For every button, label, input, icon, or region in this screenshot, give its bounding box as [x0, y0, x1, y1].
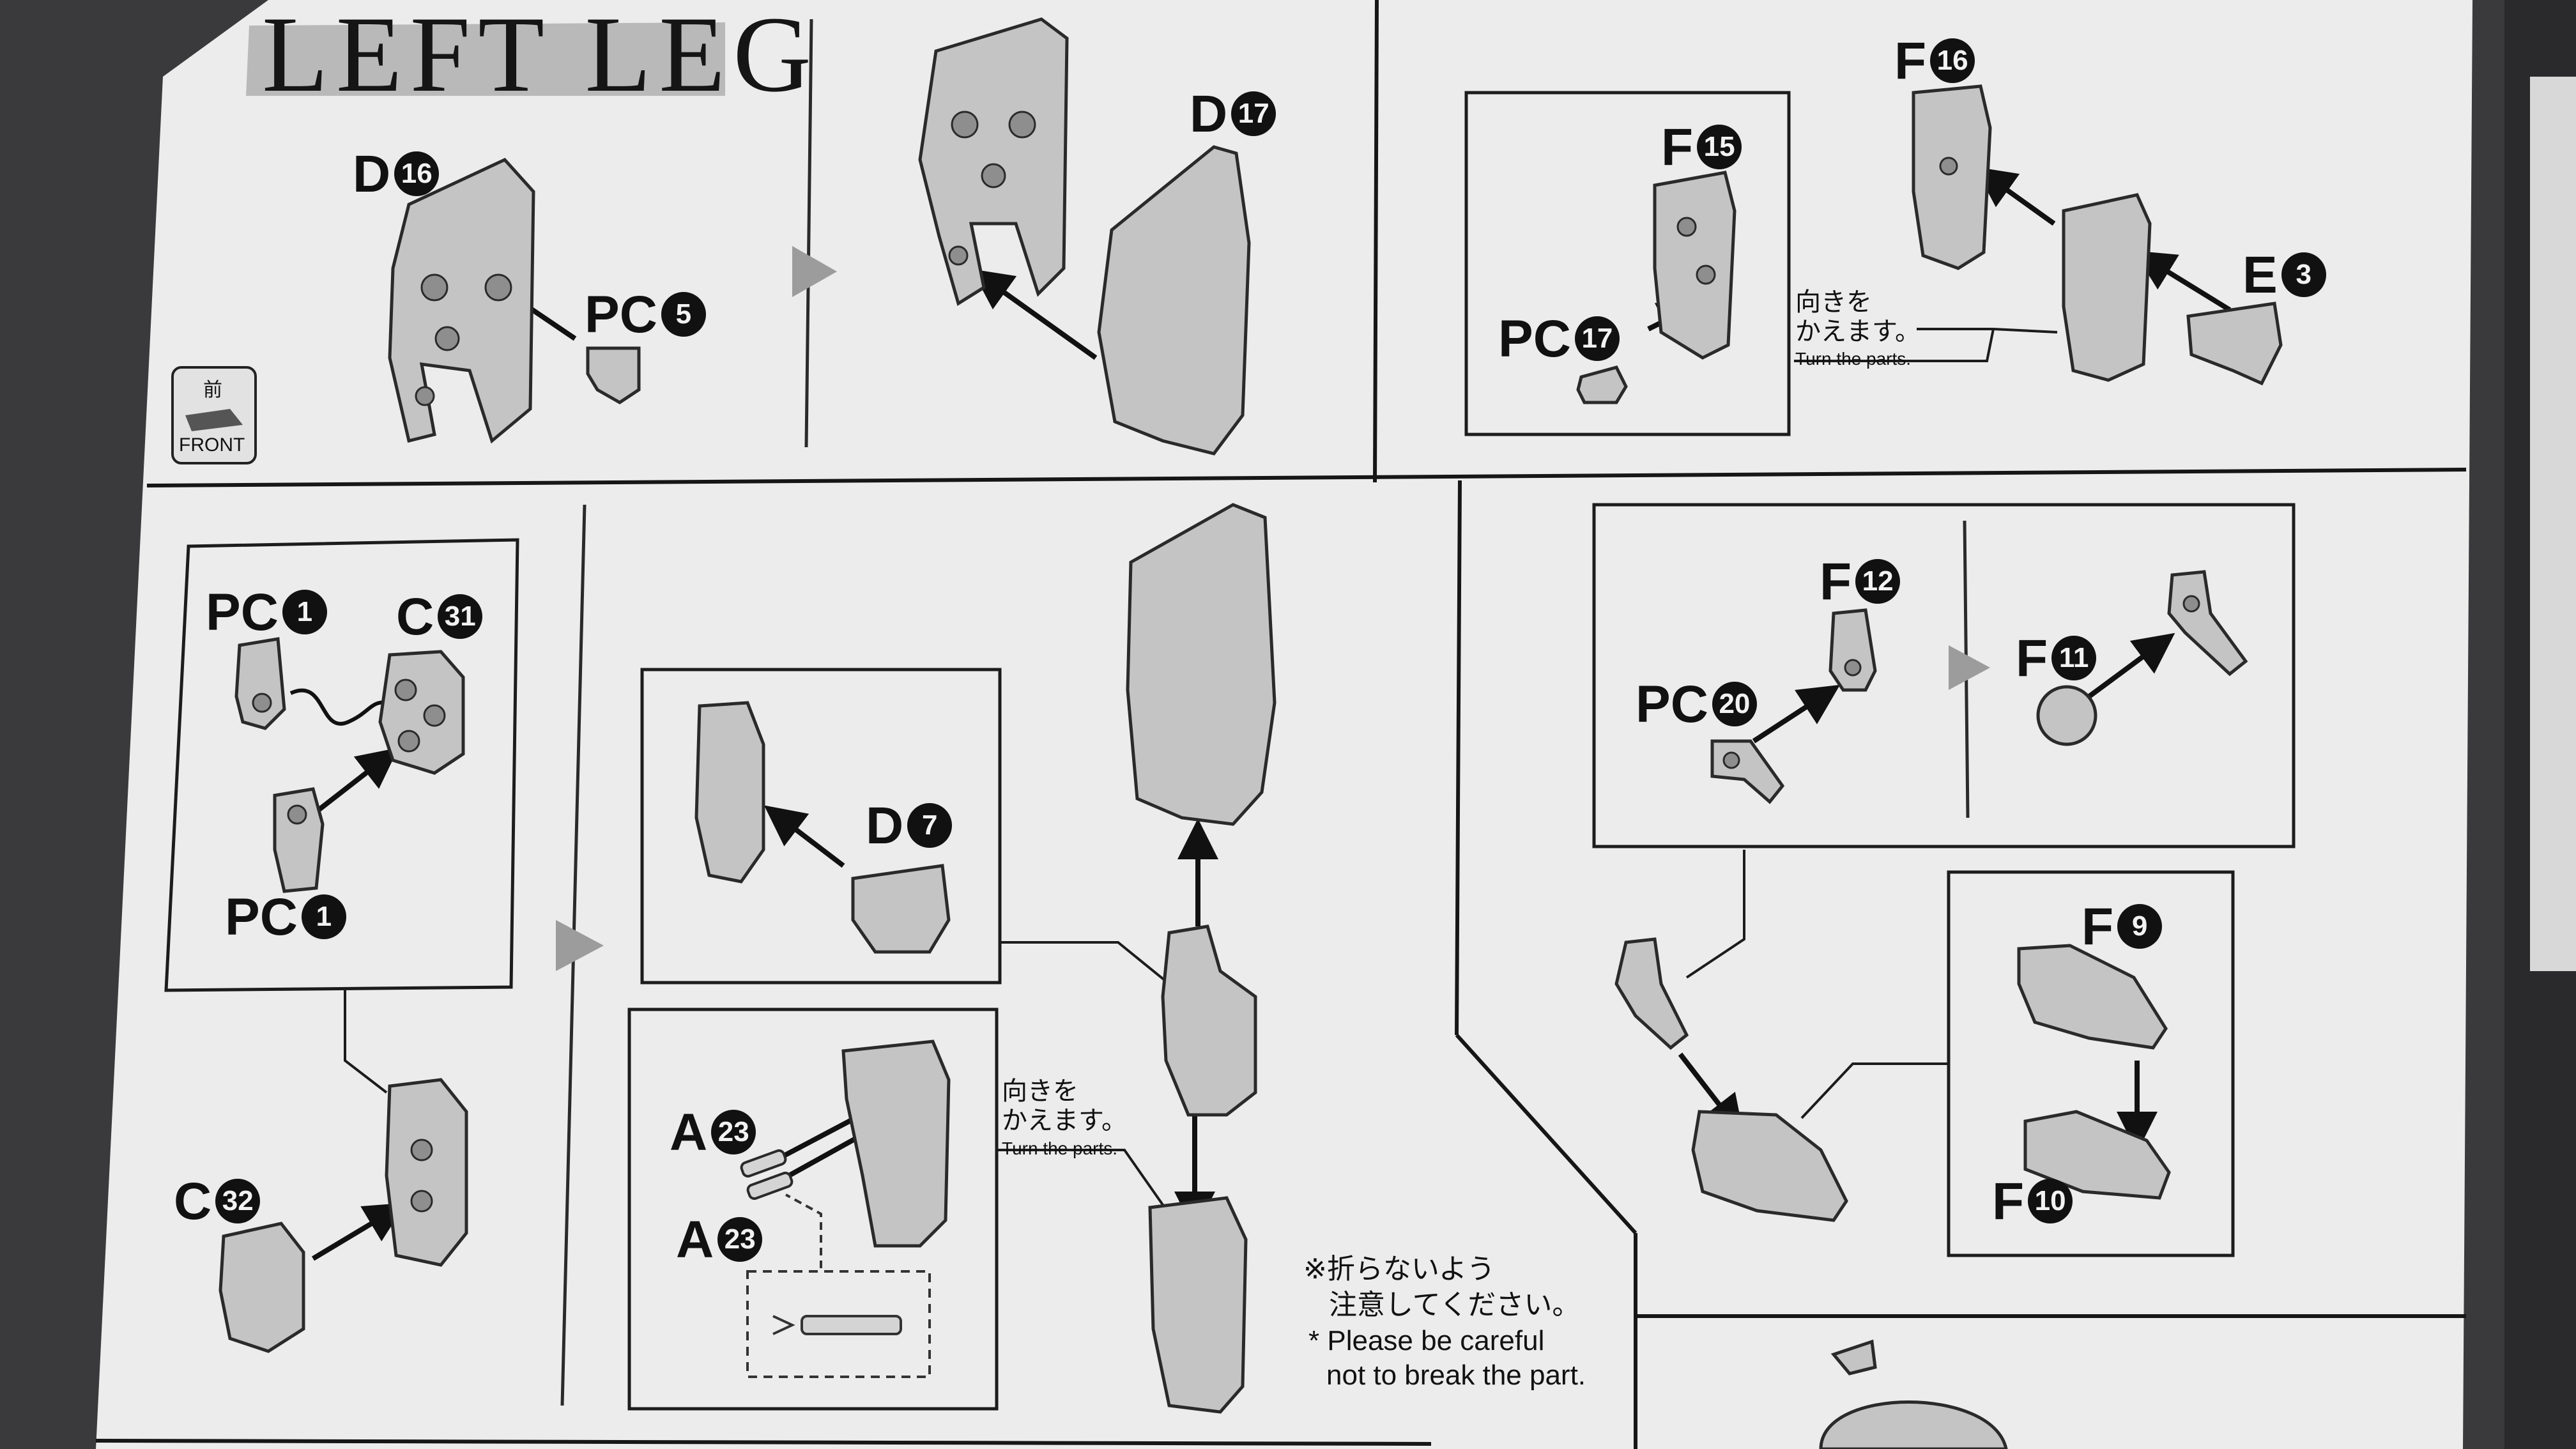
turn-note2-jp-line2: かえます。	[1002, 1106, 1127, 1135]
part-drawings	[218, 17, 2283, 1449]
panel-grid	[95, 0, 2467, 1449]
turn-note-en: Turn the parts.	[1795, 349, 1912, 369]
front-kanji: 前	[203, 379, 222, 401]
front-label: FRONT	[179, 434, 245, 456]
caution-en-line2: not to break the part.	[1326, 1360, 1586, 1391]
step-arrows	[556, 246, 1990, 971]
turn-note2-jp-line1: 向きを	[1002, 1077, 1078, 1106]
turn-note2-en: Turn the parts.	[1002, 1138, 1118, 1158]
turn-note-jp-line1: 向きを	[1795, 288, 1872, 317]
page-title: LEFT LEG	[262, 0, 819, 114]
caution-jp-line2: 注意してください。	[1329, 1289, 1581, 1321]
caution-jp-line1: ※折らないよう	[1303, 1253, 1495, 1285]
caution-en-line1: * Please be careful	[1308, 1325, 1545, 1356]
turn-note-jp-line2: かえます。	[1795, 317, 1920, 346]
